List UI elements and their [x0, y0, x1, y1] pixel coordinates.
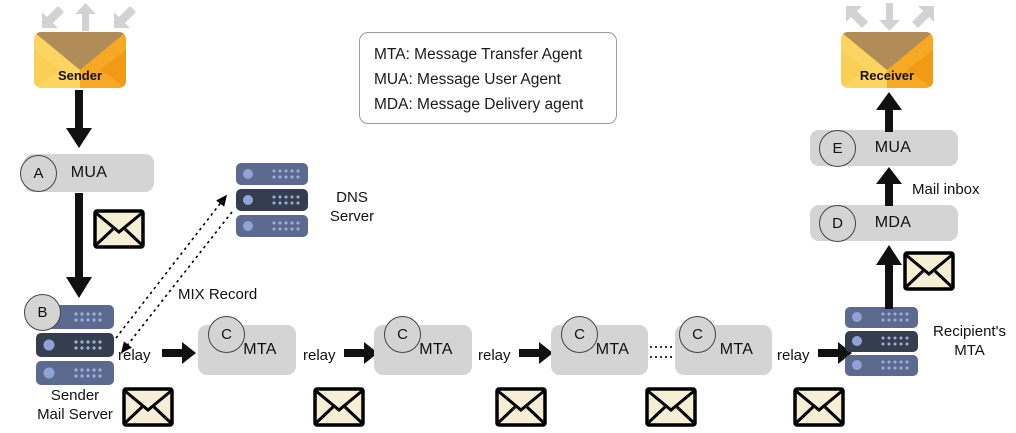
arrow-mua-to-receiver	[872, 90, 906, 132]
node-mta-c1-label: MTA	[243, 341, 277, 358]
arrow-mda-to-mua	[872, 166, 906, 206]
mix-record-label: MIX Record	[178, 286, 258, 303]
mail-icon-1	[93, 209, 145, 249]
server-sender-mail-line1: Sender	[50, 387, 100, 404]
relay-label-3: relay	[478, 347, 511, 364]
arrow-mta-to-mda	[872, 243, 906, 309]
server-dns-label: DNS Server	[312, 188, 392, 226]
legend-box: MTA: Message Transfer Agent MUA: Message…	[359, 32, 617, 124]
node-mda-d-label: MDA	[874, 214, 912, 231]
server-dns-line2: Server	[329, 208, 375, 225]
node-mta-c2-label: MTA	[419, 341, 453, 358]
server-recipient-mta[interactable]	[845, 307, 918, 377]
relay-label-4: relay	[777, 347, 810, 364]
server-recipient-mta-line1: Recipient's	[933, 323, 1006, 340]
mail-icon-7	[903, 251, 955, 291]
arrow-relay-2	[344, 342, 378, 364]
dns-query-arrows	[110, 180, 250, 354]
badge-c2-letter: C	[397, 326, 408, 343]
badge-a: A	[20, 155, 57, 192]
arrow-relay-1	[162, 342, 196, 364]
mail-icon-3	[313, 387, 365, 427]
badge-c4: C	[679, 316, 716, 353]
badge-c2: C	[384, 316, 421, 353]
badge-b: B	[24, 294, 61, 331]
arrow-relay-3	[519, 342, 553, 364]
sender-burst-arrows	[36, 2, 136, 32]
badge-c4-letter: C	[692, 326, 703, 343]
mail-inbox-label: Mail inbox	[912, 181, 980, 198]
legend-line-mta: MTA: Message Transfer Agent	[374, 46, 583, 63]
arrow-mua-to-mailserver	[62, 193, 96, 301]
badge-d: D	[819, 205, 856, 242]
legend-line-mua: MUA: Message User Agent	[374, 71, 561, 88]
badge-d-letter: D	[832, 215, 843, 232]
arrow-relay-4	[818, 342, 852, 364]
server-dns-line1: DNS	[336, 189, 368, 206]
server-sender-mail-label: Sender Mail Server	[10, 386, 140, 424]
node-mta-c4-label: MTA	[719, 341, 754, 358]
badge-c3-letter: C	[574, 326, 585, 343]
badge-b-letter: B	[37, 304, 48, 321]
server-recipient-mta-line2: MTA	[954, 342, 985, 359]
mail-icon-4	[495, 387, 547, 427]
mail-icon-6	[793, 387, 845, 427]
badge-e-letter: E	[832, 140, 843, 157]
node-mua-a-label: MUA	[70, 164, 108, 181]
badge-c1-letter: C	[221, 326, 232, 343]
mta-chain-ellipsis	[650, 343, 676, 363]
badge-c3: C	[561, 316, 598, 353]
receiver-envelope: Receiver	[841, 32, 933, 88]
badge-e: E	[819, 130, 856, 167]
node-mua-e-label: MUA	[874, 139, 912, 156]
receiver-burst-arrows	[840, 2, 940, 32]
badge-a-letter: A	[33, 165, 44, 182]
legend-line-mda: MDA: Message Delivery agent	[374, 96, 584, 113]
server-recipient-mta-label: Recipient's MTA	[922, 322, 1016, 360]
node-mta-c3-label: MTA	[595, 341, 630, 358]
badge-c1: C	[208, 316, 245, 353]
relay-label-2: relay	[303, 347, 336, 364]
server-dns[interactable]	[236, 163, 308, 237]
mail-icon-2	[122, 387, 174, 427]
server-sender-mail-line2: Mail Server	[37, 406, 113, 423]
relay-label-1: relay	[118, 347, 151, 364]
mail-icon-5	[645, 387, 697, 427]
sender-envelope: Sender	[34, 32, 126, 88]
arrow-sender-to-mua	[62, 90, 96, 152]
